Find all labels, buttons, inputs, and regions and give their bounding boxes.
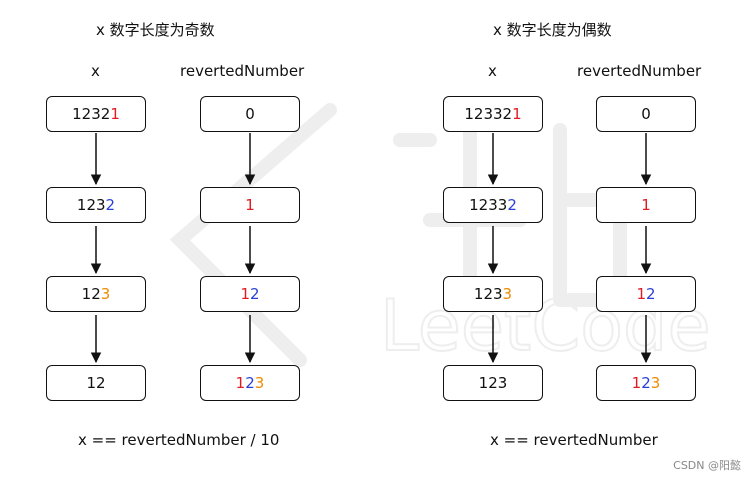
digit-segment: 12 (86, 374, 106, 392)
right-rev-box: 0 (596, 96, 696, 132)
left-rev-box: 0 (200, 96, 300, 132)
digit-segment: 1 (512, 105, 522, 123)
digit-segment: 2 (250, 285, 260, 303)
digit-segment: 1 (235, 374, 246, 392)
right-x-header: x (488, 62, 497, 80)
digit-segment: 123 (76, 196, 106, 214)
digit-segment: 1 (240, 285, 250, 303)
digit-segment: 3 (254, 374, 265, 392)
digit-segment: 2 (646, 285, 656, 303)
right-x-box: 123 (443, 365, 543, 401)
digit-segment: 2 (105, 196, 116, 214)
digit-segment: 0 (245, 105, 255, 123)
digit-segment: 2 (507, 196, 517, 214)
digit-segment: 3 (100, 285, 111, 303)
digit-segment: 2 (641, 374, 651, 392)
digit-segment: 1 (245, 196, 255, 214)
left-rev-header: revertedNumber (180, 62, 305, 80)
digit-segment: 12332 (464, 105, 513, 123)
right-rev-box: 1 (596, 187, 696, 223)
csdn-credit: CSDN @阳懿 (673, 459, 741, 472)
right-formula: x == revertedNumber (490, 431, 658, 449)
digit-segment: 1232 (72, 105, 111, 123)
digit-segment: 1 (631, 374, 642, 392)
digit-segment: 1 (641, 196, 651, 214)
digit-segment: 1233 (469, 196, 508, 214)
digit-segment: 3 (502, 285, 513, 303)
right-panel-title: x 数字长度为偶数 (493, 21, 612, 39)
left-formula: x == revertedNumber / 10 (78, 431, 280, 449)
left-panel-title: x 数字长度为奇数 (96, 21, 215, 39)
digit-segment: 3 (650, 374, 661, 392)
digit-segment: 1 (636, 285, 646, 303)
left-x-header: x (91, 62, 100, 80)
digit-segment: 2 (245, 374, 255, 392)
digit-segment: 123 (478, 374, 508, 392)
digit-segment: 0 (641, 105, 651, 123)
digit-segment: 1 (110, 105, 120, 123)
right-rev-header: revertedNumber (577, 62, 702, 80)
left-x-box: 12 (46, 365, 146, 401)
digit-segment: 12 (81, 285, 101, 303)
digit-segment: 123 (473, 285, 503, 303)
left-rev-box: 1 (200, 187, 300, 223)
